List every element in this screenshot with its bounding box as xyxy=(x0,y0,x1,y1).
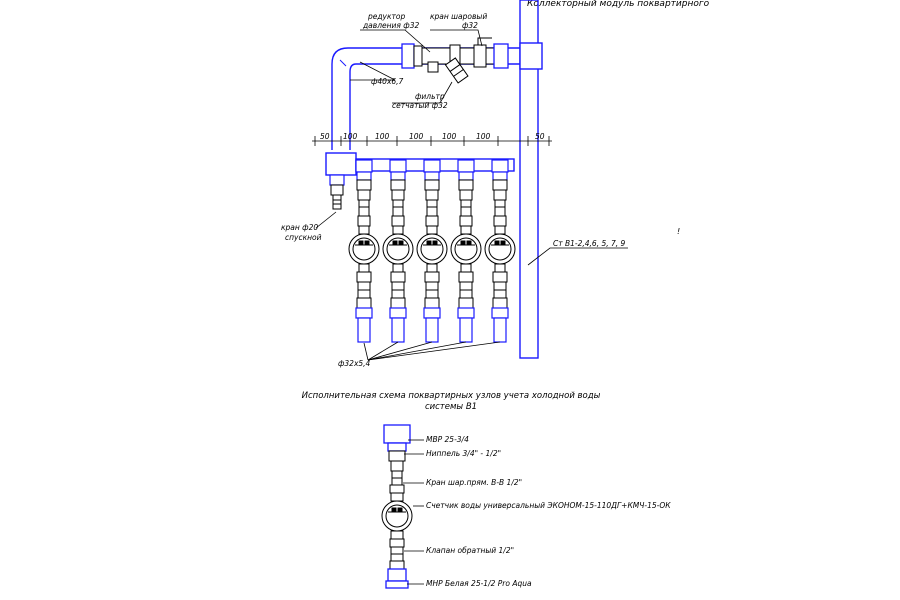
meter-branch xyxy=(382,159,414,343)
label-drain-valve: кран ф20 xyxy=(281,223,318,232)
item-mnr: МНР Белая 25-1/2 Pro Aqua xyxy=(426,579,532,588)
label-ball-valve: кран шаровый xyxy=(430,12,487,21)
dimension-line xyxy=(312,136,552,146)
side-mark: ! xyxy=(677,227,680,236)
item-water-meter: Счетчик воды универсальный ЭКОНОМ-15-110… xyxy=(426,501,671,510)
meter-branch xyxy=(416,159,448,343)
lower-title-line2: системы В1 xyxy=(425,402,477,412)
label-ball-valve-size: ф32 xyxy=(462,21,478,30)
label-outlet-pipes: ф32х5,4 xyxy=(338,359,371,368)
collector-manifold xyxy=(325,152,515,176)
riser-pipe xyxy=(519,0,543,359)
meter-branch xyxy=(484,159,516,343)
label-reducer: редуктор xyxy=(367,12,405,21)
meter-branch xyxy=(348,159,380,343)
label-filter: фильтр xyxy=(415,92,445,101)
lower-title-line1: Исполнительная схема поквартирных узлов … xyxy=(302,391,601,401)
dimension-1: 100 xyxy=(343,132,358,141)
dimension-2: 100 xyxy=(375,132,390,141)
dimension-4: 100 xyxy=(442,132,457,141)
meter-branch xyxy=(450,159,482,343)
riser-leader xyxy=(527,247,628,266)
upper-leader-lines xyxy=(350,29,483,104)
outlet-leaders xyxy=(363,341,501,361)
label-reducer-size: давления ф32 xyxy=(362,21,419,30)
single-meter-assembly xyxy=(381,424,413,589)
item-ball-valve: Кран шар.прям. В-В 1/2" xyxy=(426,478,522,487)
drain-valve xyxy=(315,174,345,229)
lower-leader-lines xyxy=(403,439,424,585)
inlet-pipe xyxy=(331,47,520,150)
label-riser: Ст В1-2,4,6, 5, 7, 9 xyxy=(553,239,626,248)
dimension-0: 50 xyxy=(320,132,330,141)
dimension-5: 100 xyxy=(476,132,491,141)
label-pipe-40: ф40х6,7 xyxy=(371,77,404,86)
label-drain-valve-type: спускной xyxy=(285,233,322,242)
item-nipple: Ниппель 3/4" - 1/2" xyxy=(426,449,501,458)
inlet-fittings xyxy=(401,37,509,84)
item-mvr: МВР 25-3/4 xyxy=(426,435,469,444)
dimension-3: 100 xyxy=(409,132,424,141)
label-filter-type: сетчатый ф32 xyxy=(392,101,448,110)
meter-branches xyxy=(348,159,516,343)
dimension-6: 50 xyxy=(535,132,545,141)
item-check-valve: Клапан обратный 1/2" xyxy=(426,546,514,555)
header-title: Коллекторный модуль поквартирного xyxy=(527,0,710,9)
